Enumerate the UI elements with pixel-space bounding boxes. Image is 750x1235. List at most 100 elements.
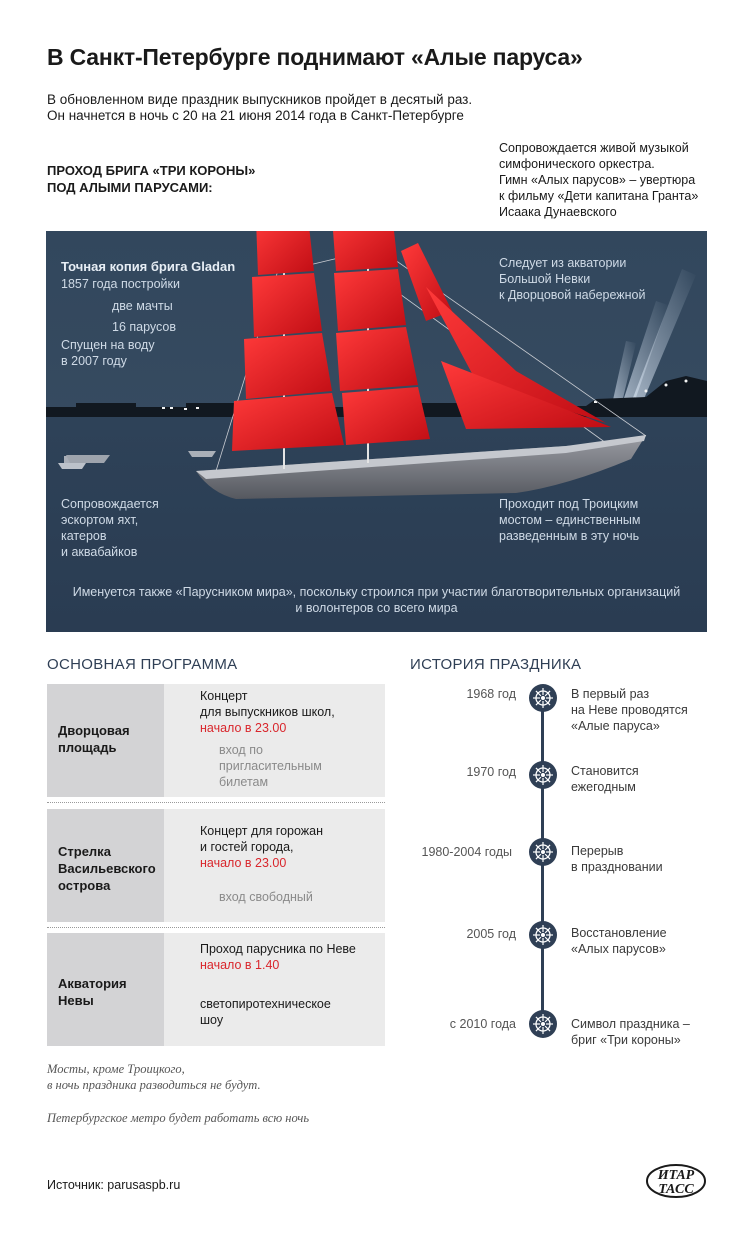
timeline-text-line: в праздновании [571,860,663,874]
timeline-year: 1968 год [466,687,516,701]
bridge-line: Проходит под Троицким [499,497,639,511]
bridge-line: мостом – единственным [499,513,641,527]
timeline-text: В первый раз на Неве проводятся «Алые па… [571,686,688,734]
music-line: к фильму «Дети капитана Гранта» [499,189,699,203]
logo-bottom: ТАСС [658,1182,694,1197]
red-sails [232,231,611,451]
ship-wheel-icon [528,760,558,790]
music-line: Сопровождается живой музыкой [499,141,689,155]
ship-wheel-icon [528,683,558,713]
timeline-text: Перерыв в праздновании [571,843,663,875]
event-note: билетам [219,775,269,789]
event-note: пригласительным [219,759,322,773]
boat [58,463,86,469]
boat [188,451,216,457]
ship-wheel-icon [528,920,558,950]
history-heading: ИСТОРИЯ ПРАЗДНИКА [410,656,582,673]
timeline-text-line: Перерыв [571,844,624,858]
note-line: Мосты, кроме Троицкого, [47,1062,185,1076]
place-line: Стрелка [58,844,111,859]
event-line: Концерт [200,689,248,703]
timeline-text-line: бриг «Три короны» [571,1033,681,1047]
searchlight-beam [621,301,668,409]
event-line: Проход парусника по Неве [200,942,356,956]
place-line: Акватория [58,976,127,991]
metro-note: Петербургское метро будет работать всю н… [47,1110,309,1126]
event-time: начало в 23.00 [200,856,287,870]
program-place: Акватория Невы [47,933,164,1046]
event-time: начало в 23.00 [200,721,287,735]
ship-built-year: 1857 года постройки [61,277,180,291]
place-label: Дворцовая площадь [58,722,130,756]
route-line: к Дворцовой набережной [499,288,646,302]
timeline-year: 1980-2004 годы [421,845,513,859]
subtitle-line: ПОД АЛЫМИ ПАРУСАМИ: [47,180,213,195]
place-line: Дворцовая [58,723,130,738]
timeline-text: Символ праздника – бриг «Три короны» [571,1016,690,1048]
program-block: Стрелка Васильевского острова Концерт дл… [47,809,385,922]
music-line: Гимн «Алых парусов» – увертюра [499,173,696,187]
event-line: Концерт для горожан [200,824,324,838]
ship-copy-title: Точная копия брига Gladan [61,259,236,274]
program-heading: ОСНОВНАЯ ПРОГРАММА [47,656,238,673]
timeline-text-line: ежегодным [571,780,636,794]
ship-scene-graphic [46,231,707,632]
note-line: Петербургское метро будет работать всю н… [47,1111,310,1125]
timeline-text-line: Символ праздника – [571,1017,690,1031]
timeline-text-line: Становится [571,764,639,778]
route-line: Большой Невки [499,272,591,286]
program-block: Дворцовая площадь Концерт для выпускнико… [47,684,385,797]
lead-line: В обновленном виде праздник выпускников … [47,92,473,107]
timeline-text: Становится ежегодным [571,763,639,795]
note-line: в ночь праздника разводиться не будут. [47,1078,261,1092]
page-title: В Санкт-Петербурге поднимают «Алые парус… [47,44,583,70]
escort-line: Сопровождается [61,497,159,511]
logo-top: ИТАР [657,1168,695,1183]
boat [66,455,110,463]
program-place: Стрелка Васильевского острова [47,809,164,922]
ship-route: Следует из акватории Большой Невки к Дво… [499,255,645,303]
route-line: Следует из акватории [499,256,627,270]
launched-line: в 2007 году [61,354,127,368]
escort-line: и аквабайков [61,545,138,559]
timeline-year: с 2010 года [449,1017,516,1031]
timeline-text-line: «Алые паруса» [571,719,660,733]
timeline-text-line: Восстановление [571,926,667,940]
peace-ship-note: Именуется также «Парусником мира», поско… [46,584,707,616]
ship-illustration: Точная копия брига Gladan 1857 года пост… [46,231,707,632]
lead-text: В обновленном виде праздник выпускников … [47,92,472,124]
ship-sails-count: 16 парусов [112,320,177,334]
place-line: Невы [58,993,94,1008]
event-note: светопиротехническое [200,997,331,1011]
event-line: и гостей города, [200,840,294,854]
searchlight-beam [631,269,696,406]
music-note: Сопровождается живой музыкой симфоническ… [499,140,698,220]
escort-line: катеров [61,529,107,543]
escort-line: эскортом яхт, [61,513,139,527]
event-time: начало в 1.40 [200,958,280,972]
ship-wheel-icon [528,837,558,867]
bridge-line: разведенным в эту ночь [499,529,640,543]
event-note: вход по [219,743,263,757]
subtitle-line: ПРОХОД БРИГА «ТРИ КОРОНЫ» [47,163,256,178]
program-place: Дворцовая площадь [47,684,164,797]
ship-bridge: Проходит под Троицким мостом – единствен… [499,496,641,544]
timeline-text-line: В первый раз [571,687,650,701]
hull-deck [196,435,646,479]
timeline-year: 2005 год [466,927,516,941]
place-label: Акватория Невы [58,975,127,1009]
place-line: площадь [58,740,117,755]
divider [47,802,385,803]
ship-masts-count: две мачты [112,299,173,313]
music-line: Исаака Дунаевского [499,205,617,219]
lead-line: Он начнется в ночь с 20 на 21 июня 2014 … [47,108,464,123]
music-line: симфонического оркестра. [499,157,655,171]
peace-line: Именуется также «Парусником мира», поско… [72,585,681,599]
scene-subtitle: ПРОХОД БРИГА «ТРИ КОРОНЫ» ПОД АЛЫМИ ПАРУ… [47,162,255,196]
timeline-text-line: на Неве проводятся [571,703,688,717]
event-note: вход свободный [219,890,313,904]
event-note: шоу [200,1013,224,1027]
launched-line: Спущен на воду [61,338,155,352]
ship-wheel-icon [528,1009,558,1039]
program-block: Акватория Невы Проход парусника по Неве … [47,933,385,1046]
